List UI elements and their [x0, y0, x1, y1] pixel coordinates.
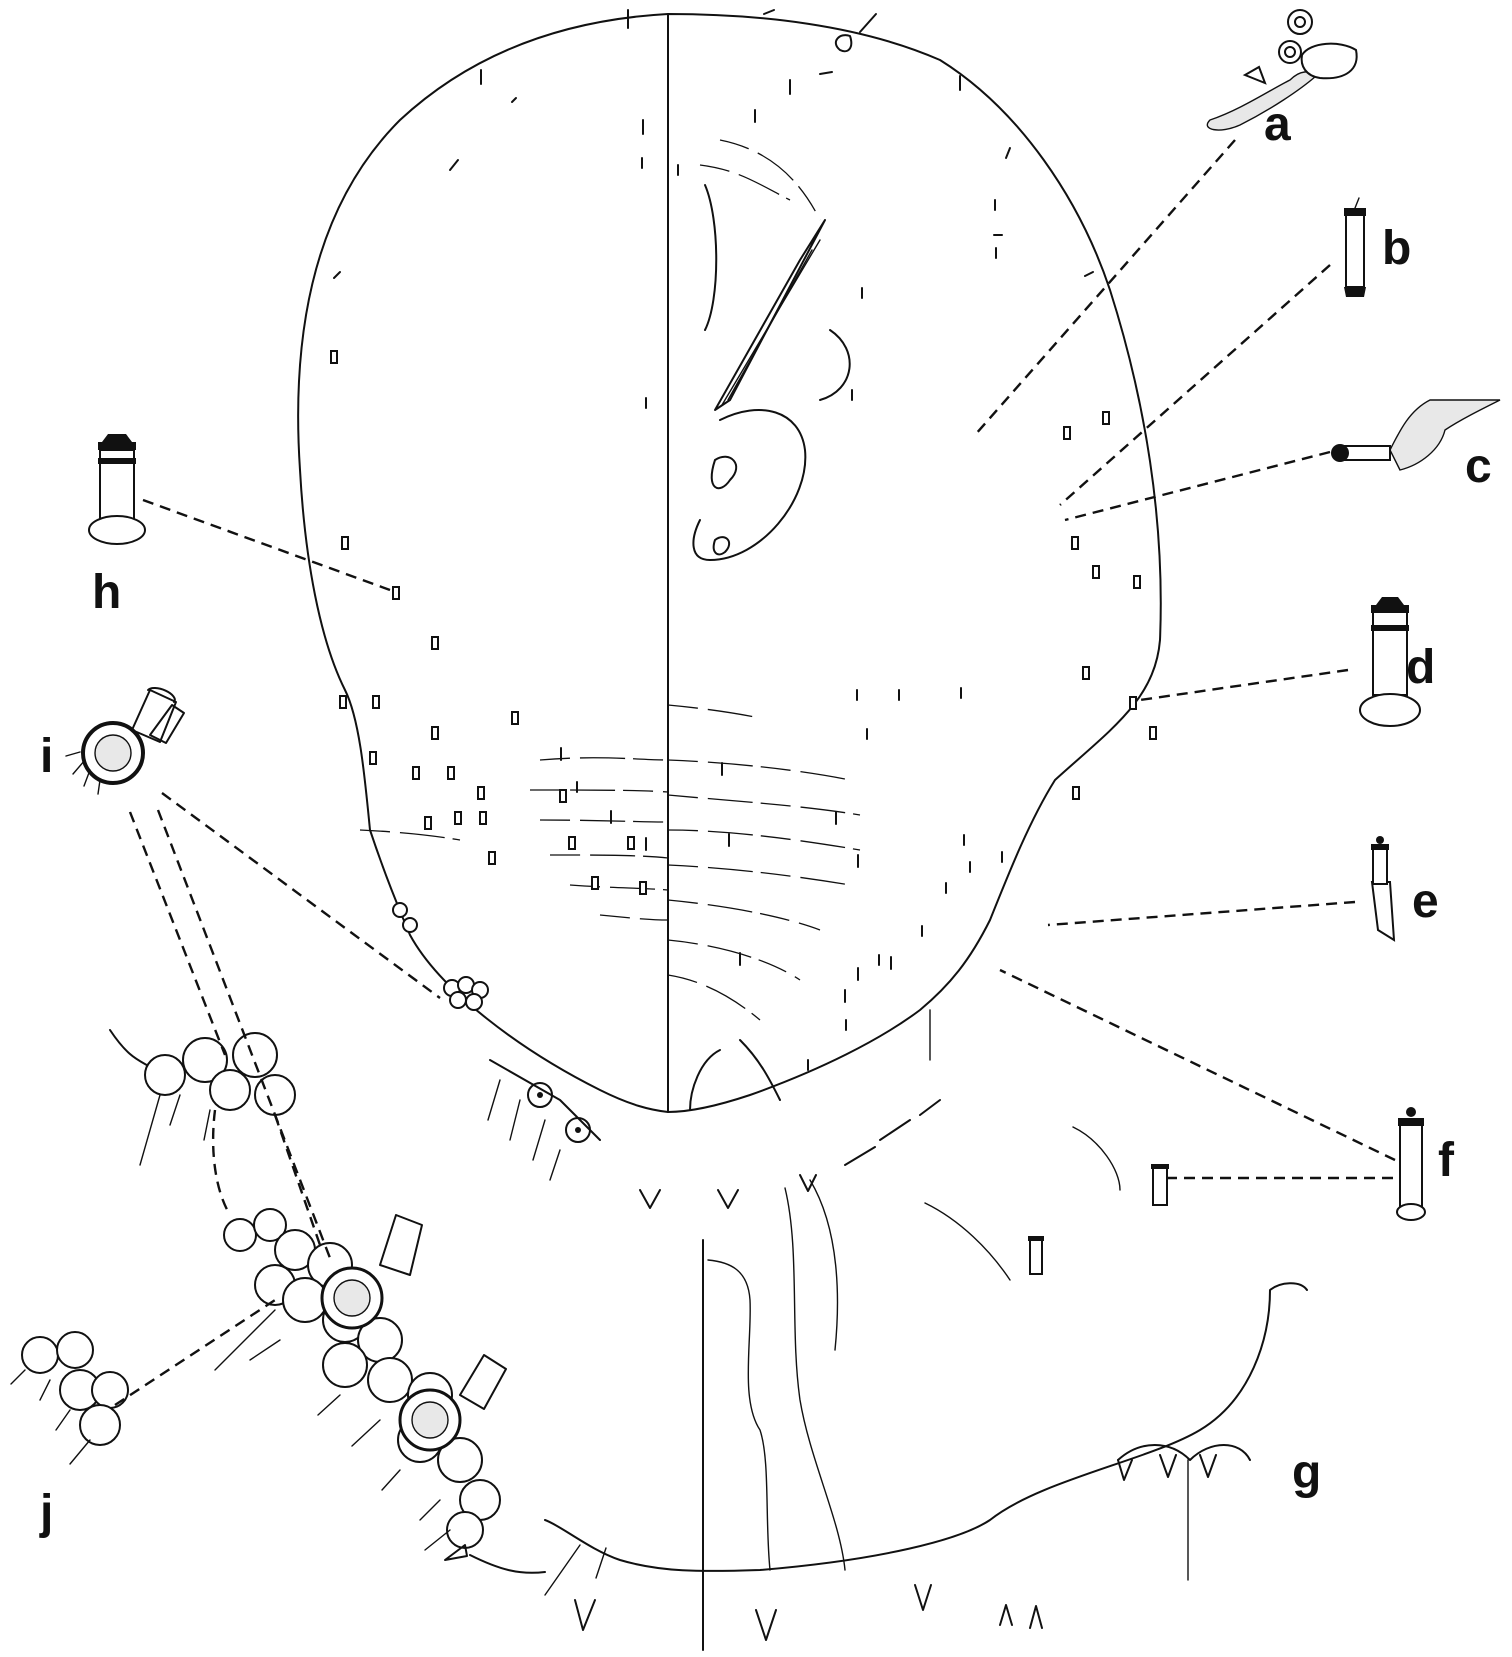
enlarged-posterior-outline — [544, 1126, 1308, 1651]
inset-b-duct — [1344, 197, 1366, 297]
inset-d-duct — [1359, 597, 1421, 727]
inset-f-duct — [1028, 1107, 1426, 1275]
internal-structures — [692, 13, 877, 561]
main-body-outline — [297, 13, 1162, 1113]
inset-h-duct — [88, 434, 146, 545]
label-i: i — [40, 730, 53, 783]
label-c: c — [1465, 440, 1492, 493]
label-d: d — [1406, 641, 1435, 694]
inset-c-seta — [1331, 399, 1501, 471]
label-g: g — [1292, 1446, 1321, 1499]
inset-e-seta — [1370, 836, 1396, 942]
anal-lobe-cerarii — [392, 902, 941, 1209]
label-a: a — [1264, 98, 1291, 151]
inset-a-pores — [1206, 9, 1358, 131]
panel-labels: a b c d e f g h i j — [39, 98, 1492, 1539]
label-e: e — [1412, 875, 1439, 928]
cerarii-detail — [10, 687, 546, 1574]
label-b: b — [1382, 222, 1411, 275]
leader-lines — [114, 139, 1396, 1407]
label-j: j — [39, 1486, 53, 1539]
ducts-and-setae — [330, 71, 1157, 1071]
label-h: h — [92, 566, 121, 619]
margin-notches — [333, 9, 1094, 279]
segmentation-lines — [359, 704, 931, 1111]
label-f: f — [1438, 1134, 1455, 1187]
